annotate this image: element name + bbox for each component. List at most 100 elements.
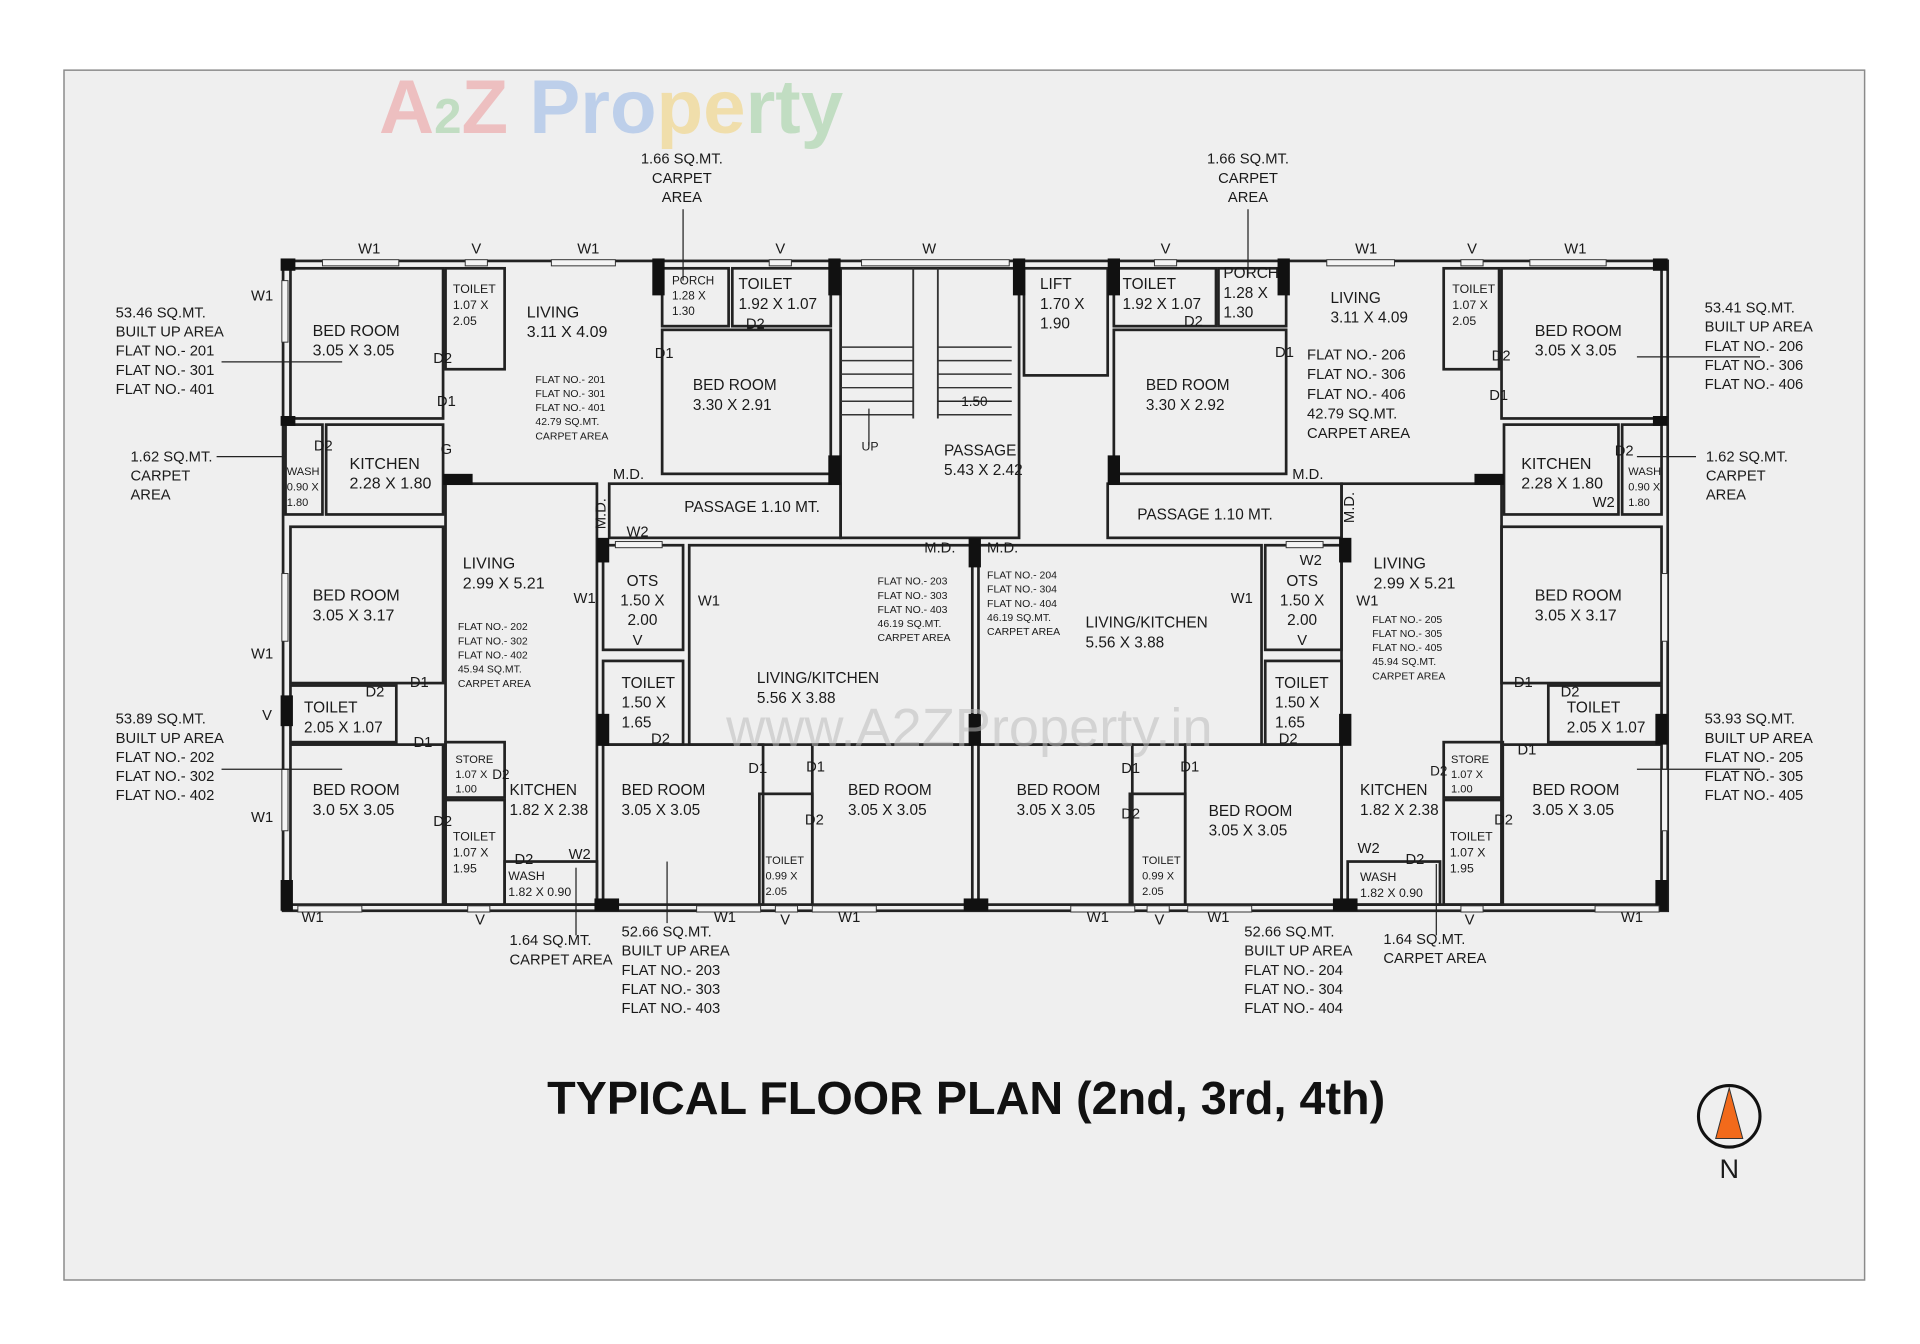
- label-line: W1: [574, 591, 596, 607]
- room-wall: [1500, 266, 1663, 420]
- label-line: 3.05 X 3.05: [1209, 823, 1288, 840]
- label-line: V: [1297, 633, 1307, 649]
- label-line: 53.41 SQ.MT.: [1705, 301, 1795, 317]
- room-wall: [977, 743, 1134, 906]
- room-wall: [284, 423, 324, 516]
- label-line: 2.05 X 1.07: [1567, 719, 1646, 736]
- watermark-logo-text: A2Z Property: [379, 65, 844, 150]
- north-compass: N: [1696, 1084, 1762, 1184]
- label-line: AREA: [1706, 488, 1746, 504]
- label-line: CARPET: [130, 469, 190, 485]
- watermark-url: www.A2ZProperty.in: [725, 698, 1212, 758]
- label-line: D1: [748, 761, 767, 777]
- label-line: 1.62 SQ.MT.: [130, 450, 212, 466]
- label-line: W1: [838, 910, 860, 926]
- column: [280, 416, 296, 426]
- label-line: BED ROOM: [1532, 782, 1619, 799]
- label-line: 52.66 SQ.MT.: [1244, 925, 1334, 941]
- label-line: 45.94 SQ.MT.: [1372, 657, 1436, 668]
- label-line: D1: [1518, 742, 1537, 758]
- label-f202-d1b: D1: [414, 735, 433, 751]
- window: [550, 259, 616, 267]
- label-b-vc: V: [1154, 912, 1164, 928]
- label-line: W1: [251, 646, 273, 662]
- label-line: AREA: [130, 488, 170, 504]
- label-line: 42.79 SQ.MT.: [1307, 406, 1397, 422]
- column: [1107, 455, 1120, 485]
- label-b-vb: V: [780, 912, 790, 928]
- label-t-w1c: W1: [1355, 242, 1377, 258]
- label-line: WASH: [1628, 466, 1661, 478]
- room-wall: [289, 743, 445, 906]
- label-line: 2.05 X 1.07: [304, 719, 383, 736]
- window: [1070, 905, 1136, 913]
- label-line: BED ROOM: [313, 588, 400, 605]
- label-line: 1.00: [1451, 784, 1473, 796]
- column: [596, 537, 610, 563]
- label-f203-w1a: W1: [574, 591, 596, 607]
- label-line: W2: [1358, 841, 1380, 857]
- window: [1153, 259, 1178, 267]
- label-line: FLAT NO.- 205: [1705, 750, 1804, 766]
- label-f202-w2: W2: [569, 847, 591, 863]
- label-line: BED ROOM: [1017, 782, 1101, 799]
- label-line: 1.82 X 2.38: [510, 802, 589, 819]
- label-line: 1.30: [672, 305, 695, 318]
- label-line: LIVING/KITCHEN: [757, 670, 879, 687]
- label-t-w: W: [922, 242, 936, 258]
- window: [1661, 768, 1669, 832]
- label-line: WASH: [287, 466, 320, 478]
- label-line: 3.05 X 3.05: [1532, 802, 1614, 819]
- label-line: KITCHEN: [510, 782, 577, 799]
- label-line: D2: [1561, 685, 1580, 701]
- room-wall: [1620, 423, 1663, 516]
- label-line: 3.05 X 3.05: [1017, 802, 1096, 819]
- label-line: FLAT NO.- 301: [116, 363, 215, 379]
- label-line: PASSAGE 1.10 MT.: [684, 499, 820, 516]
- label-f205-d2c: D2: [1494, 813, 1513, 829]
- label-line: W1: [1356, 594, 1378, 610]
- label-line: 0.90 X: [287, 481, 320, 493]
- label-line: V: [471, 242, 481, 258]
- label-line: BED ROOM: [848, 782, 932, 799]
- label-line: FLAT NO.- 403: [622, 1001, 721, 1017]
- label-line: D2: [433, 351, 452, 367]
- label-line: 2.28 X 1.80: [1521, 476, 1603, 493]
- room-wall: [1112, 328, 1288, 476]
- label-line: 1.82 X 0.90: [1360, 886, 1423, 900]
- leader-lines: [216, 209, 1760, 936]
- label-line: D2: [1406, 852, 1425, 868]
- label-line: 1.28 X: [1223, 285, 1267, 302]
- label-line: FLAT NO.- 202: [458, 622, 528, 633]
- label-line: D2: [651, 731, 670, 747]
- label-line: UP: [862, 439, 879, 453]
- label-line: 52.66 SQ.MT.: [622, 925, 712, 941]
- label-line: 53.46 SQ.MT.: [116, 306, 206, 322]
- room-wall: [1217, 266, 1288, 328]
- label-line: BUILT UP AREA: [622, 944, 730, 960]
- label-line: LIVING: [527, 305, 579, 322]
- label-f202-kitchen: KITCHEN 1.82 X 2.38: [510, 782, 589, 819]
- label-line: TOILET: [1452, 282, 1495, 296]
- label-line: 1.82 X 2.38: [1360, 802, 1439, 819]
- label-f205-d2a: D2: [1561, 685, 1580, 701]
- window: [467, 905, 491, 913]
- label-line: 1.82 X 0.90: [508, 885, 571, 899]
- column: [968, 713, 981, 746]
- label-line: V: [262, 708, 272, 724]
- label-f204-d1a: D1: [1121, 761, 1140, 777]
- label-t-vd: V: [1467, 242, 1477, 258]
- label-line: 1.07 X: [453, 298, 489, 312]
- label-ann-wash-left: 1.62 SQ.MT. CARPET AREA: [130, 450, 212, 504]
